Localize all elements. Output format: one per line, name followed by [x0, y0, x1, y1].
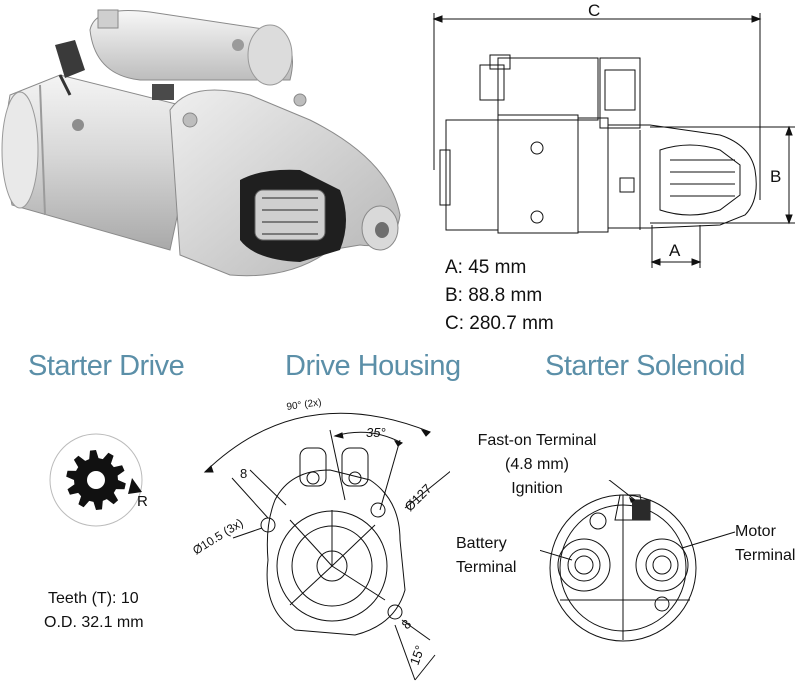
dim-b-value: B: 88.8 mm: [445, 285, 543, 306]
battery-line-2: Terminal: [456, 559, 517, 576]
dim-a-letter: A: [669, 241, 681, 260]
pinion-gear-drawing: R: [49, 433, 148, 527]
angle-15-label: 15°: [407, 643, 428, 667]
dim-127-label: Ø127: [402, 481, 435, 514]
dim-a-value: A: 45 mm: [445, 257, 527, 278]
teeth-count: Teeth (T): 10: [48, 590, 139, 607]
motor-line-1: Motor: [735, 523, 776, 540]
starter-motor-photo: [1, 9, 401, 277]
fast-on-line-2: (4.8 mm): [505, 456, 569, 473]
fast-on-terminal-label: Fast-on Terminal (4.8 mm) Ignition: [472, 429, 602, 501]
starter-drive-title: Starter Drive: [28, 350, 185, 382]
battery-terminal-label: Battery Terminal: [456, 532, 524, 580]
angle-35-label: 35°: [366, 425, 386, 440]
starter-solenoid-title: Starter Solenoid: [545, 350, 745, 382]
dim-c-letter: C: [588, 1, 600, 20]
motor-terminal-label: Motor Terminal: [735, 520, 799, 568]
solenoid-end-view: [540, 480, 736, 642]
angle-90-label: 90° (2x): [286, 397, 322, 413]
fast-on-line-3: Ignition: [511, 480, 563, 497]
dim-8-top-label: 8: [240, 466, 247, 481]
fast-on-line-1: Fast-on Terminal: [477, 432, 597, 449]
dim-8-bottom-label: 8: [399, 616, 415, 632]
drive-housing-drawing: 90° (2x) 35° 8 Ø127 Ø10.5 (3x) 8 15°: [190, 397, 450, 681]
drive-housing-title: Drive Housing: [285, 350, 461, 382]
rotation-label: R: [137, 493, 148, 510]
battery-line-1: Battery: [456, 535, 507, 552]
outer-diameter: O.D. 32.1 mm: [44, 614, 144, 631]
motor-line-2: Terminal: [735, 547, 796, 564]
dim-c-value: C: 280.7 mm: [445, 313, 554, 334]
dim-b-letter: B: [770, 167, 781, 186]
side-view-drawing: C B A: [432, 1, 795, 268]
